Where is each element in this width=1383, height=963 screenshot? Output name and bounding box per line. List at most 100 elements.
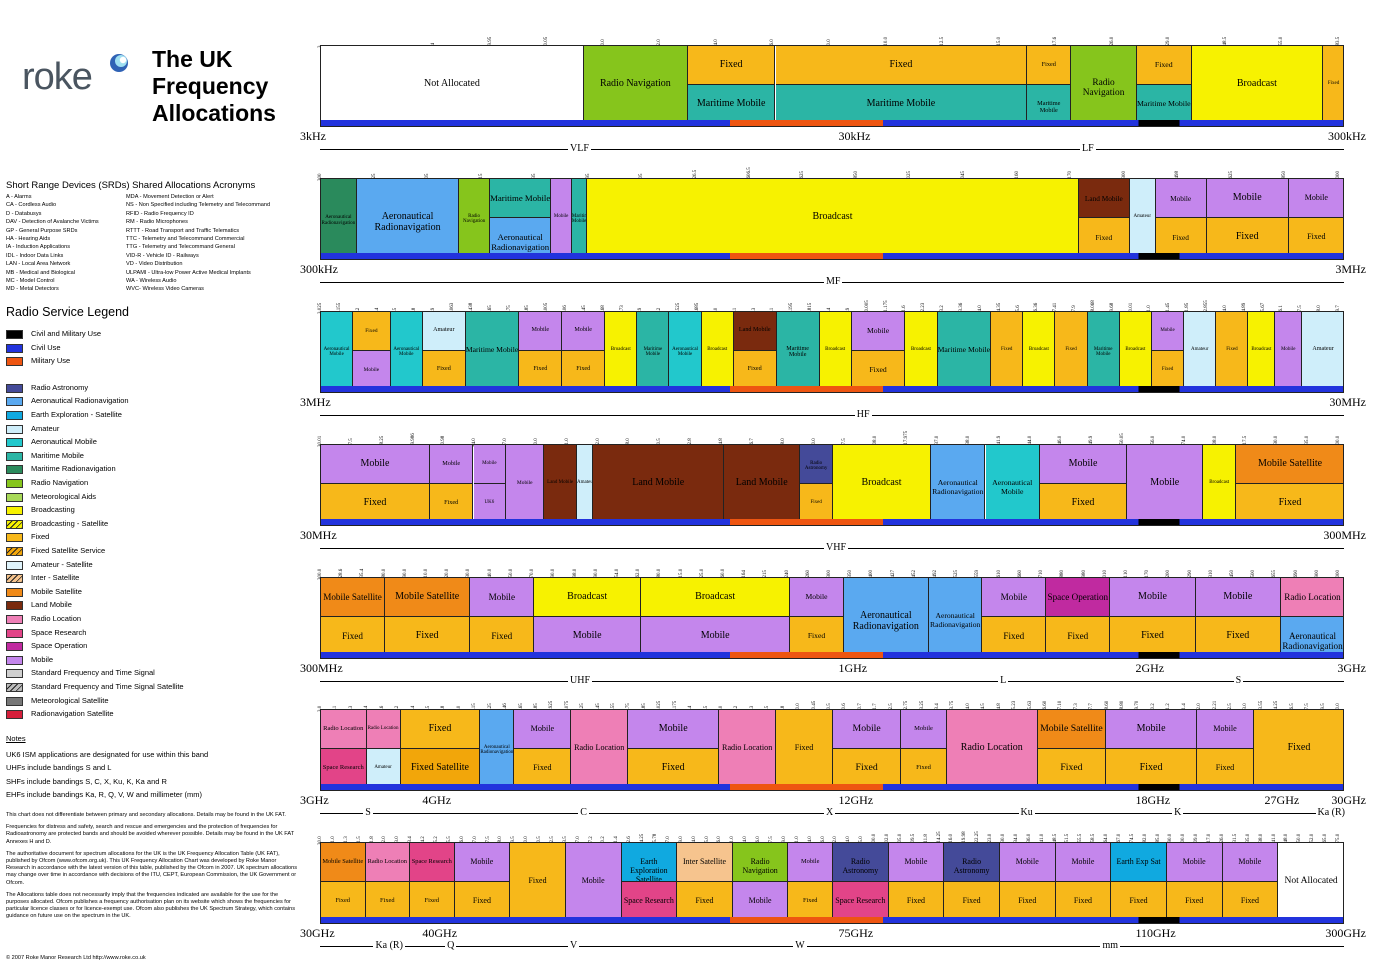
allocation-subsegment: Fixed xyxy=(901,748,946,786)
row-marker-frequency: 4GHz xyxy=(422,793,452,807)
allocation-label: Mobile xyxy=(1068,458,1098,469)
allocation-sublabel: Space Research xyxy=(623,896,674,906)
allocation-subsegment: Fixed xyxy=(788,881,832,919)
allocation-sublabel: Fixed xyxy=(436,366,451,373)
allocation-label: Mobile Satellite xyxy=(1040,723,1103,735)
allocation-label: Mobile xyxy=(852,723,881,735)
allocation-subsegment: Amateur xyxy=(366,748,400,786)
srd-acronym: CA - Cordless Audio xyxy=(6,202,57,209)
legend-swatch xyxy=(6,696,23,706)
usage-bar xyxy=(321,519,1343,525)
allocation-subsegment: Fixed xyxy=(470,616,534,654)
allocation-segment: Broadcast xyxy=(833,445,932,521)
allocation-subsegment: Fixed xyxy=(800,483,832,521)
allocation-label: Mobile xyxy=(1238,857,1262,867)
srd-heading: Short Range Devices (SRDs) Shared Alloca… xyxy=(6,180,256,191)
legend-swatch xyxy=(6,587,23,597)
srd-acronym: IA - Induction Applications xyxy=(6,244,71,251)
allocation-segment: Broadcast xyxy=(587,179,1079,255)
allocation-sublabel: Space Research xyxy=(835,896,886,906)
row-end-frequency: 3MHz xyxy=(1335,262,1366,276)
allocation-segment: Maritime Mobile xyxy=(776,312,820,388)
allocation-subsegment: Fixed xyxy=(982,616,1046,654)
allocation-label: Radio Astronomy xyxy=(953,857,990,876)
title-line-1: The UK xyxy=(152,46,233,72)
row-mid-frequency: 75GHz xyxy=(838,926,874,940)
allocation-sublabel: Fixed xyxy=(810,500,822,505)
legend-label: Space Operation xyxy=(31,641,88,651)
allocation-label: Mobile xyxy=(482,461,497,466)
allocation-subsegment: Fixed xyxy=(422,350,465,388)
band-name: LF xyxy=(1080,143,1096,154)
allocation-sublabel: Fixed xyxy=(802,897,818,905)
allocation-sublabel: Maritime Mobile xyxy=(1037,100,1061,115)
allocation-subsegment: Fixed xyxy=(321,881,365,919)
legend-label: Standard Frequency and Time Signal xyxy=(31,668,155,678)
srd-acronym: GP - General Purpose SRDs xyxy=(6,227,78,234)
band-name: C xyxy=(578,807,589,818)
allocation-sublabel: Amateur xyxy=(374,765,392,770)
allocation-sublabel: Fixed xyxy=(1139,762,1163,773)
band-name: X xyxy=(824,807,836,818)
row-end-frequency: 3GHz xyxy=(1337,661,1366,675)
allocation-label: Mobile xyxy=(914,725,933,733)
legend-label: Inter - Satellite xyxy=(31,573,80,583)
band-name: VLF xyxy=(568,143,591,154)
allocation-segment: Radio Navigation xyxy=(459,179,490,255)
allocation-subsegment: Fixed xyxy=(454,881,510,919)
legend-swatch xyxy=(6,519,23,529)
allocation-sublabel: Fixed xyxy=(747,366,762,373)
allocation-subsegment: Fixed xyxy=(999,881,1055,919)
legend-swatch xyxy=(6,655,23,665)
allocation-sublabel: Fixed xyxy=(491,630,513,641)
allocation-subsegment: Fixed Satellite xyxy=(400,748,480,786)
allocation-label: Radio Navigation xyxy=(742,857,778,876)
allocation-label: Mobile xyxy=(867,326,890,336)
row-start-frequency: 30MHz xyxy=(300,528,337,542)
allocation-segment: Maritime Mobile xyxy=(465,312,520,388)
allocation-subsegment: Fixed xyxy=(1288,217,1343,255)
allocation-subsegment: Fixed xyxy=(1206,217,1288,255)
allocation-label: Broadcast xyxy=(1251,347,1272,352)
row-end-frequency: 30MHz xyxy=(1329,395,1366,409)
row-marker-frequency: 40GHz xyxy=(422,926,458,940)
allocation-label: Fixed xyxy=(794,743,814,753)
allocation-subsegment: Aeronautical Radionavigation xyxy=(1281,616,1343,654)
frequency-row: 391419.9520.0570.072.084.086.090.0110.01… xyxy=(300,35,1383,163)
allocation-label: Mobile xyxy=(1170,193,1192,203)
allocation-segment: Amateur xyxy=(1129,179,1156,255)
allocation-sublabel: UK6 xyxy=(484,500,495,505)
legend-label: Maritime Mobile xyxy=(31,450,84,460)
allocation-segment: Radio Navigation xyxy=(1071,46,1137,122)
band-name: W xyxy=(793,940,807,951)
frequency-chart: 391419.9520.0570.072.084.086.090.0110.01… xyxy=(300,0,1383,963)
allocation-segment: Aeronautical Radionavigation xyxy=(931,445,986,521)
legend-swatch xyxy=(6,357,23,367)
allocation-segment: Amateur xyxy=(1184,312,1217,388)
legend-label: Amateur - Satellite xyxy=(31,559,93,569)
allocation-segment: Aeronautical Mobile xyxy=(985,445,1040,521)
allocation-segment: Broadcast xyxy=(819,312,852,388)
fine-print-paragraph: The authoritative document for spectrum … xyxy=(6,850,298,886)
allocation-subsegment: Fixed xyxy=(321,483,429,521)
allocation-segment: Broadcast xyxy=(701,312,734,388)
allocation-subsegment: Fixed xyxy=(1055,881,1111,919)
note-line: EHFs include bandings Ka, R, Q, V, W and… xyxy=(6,789,203,799)
allocation-sublabel: Fixed xyxy=(576,366,591,373)
notes-heading: Notes xyxy=(6,734,26,743)
band-name: UHF xyxy=(568,675,593,686)
allocation-label: Radio Location xyxy=(960,742,1023,753)
allocation-segment: Broadcast xyxy=(1203,445,1237,521)
allocation-segment: Maritime Mobile xyxy=(937,312,992,388)
